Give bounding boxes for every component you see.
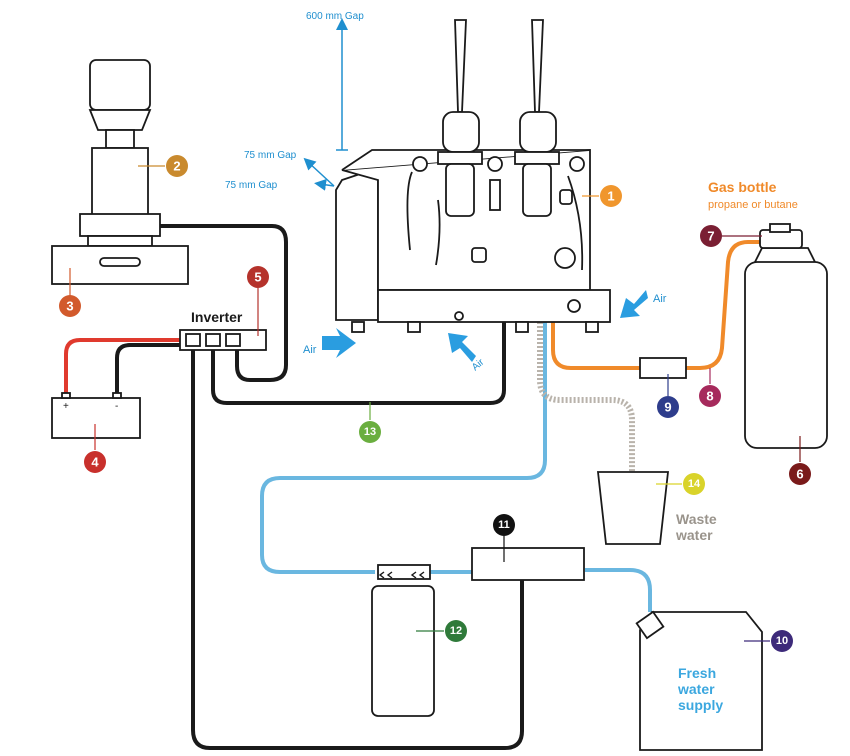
svg-text:14: 14 — [688, 478, 701, 490]
svg-text:5: 5 — [254, 270, 261, 285]
grinder — [79, 59, 161, 247]
gas-bottle — [744, 223, 828, 449]
svg-text:12: 12 — [450, 625, 462, 637]
waste-hose — [537, 322, 635, 472]
water-line — [260, 322, 547, 574]
air-arrow-left — [322, 328, 356, 358]
callout-10: 10 — [771, 630, 793, 652]
waste-bucket — [596, 471, 670, 545]
gap-side-label-1: 75 mm Gap — [244, 150, 297, 161]
svg-text:3: 3 — [66, 299, 73, 314]
grinder-base — [51, 245, 189, 285]
callout-14: 14 — [683, 473, 705, 495]
gap-side-arrow-2 — [314, 178, 335, 191]
inverter-label: Inverter — [191, 309, 243, 325]
water-filter — [471, 547, 585, 581]
gas-regulator — [639, 357, 687, 379]
callout-4: 4 — [84, 451, 106, 473]
fresh-water-label-1: Fresh — [678, 665, 716, 681]
waste-water-label-1: Waste — [676, 511, 717, 527]
air-arrow-middle — [448, 333, 476, 362]
callout-2: 2 — [166, 155, 188, 177]
fresh-water-container — [635, 610, 763, 751]
svg-text:11: 11 — [498, 519, 510, 531]
gap-side-arrow-1 — [303, 157, 335, 187]
waste-water-label-2: water — [675, 527, 713, 543]
espresso-machine — [335, 19, 611, 333]
callout-11: 11 — [493, 514, 515, 536]
callout-7: 7 — [700, 225, 722, 247]
callout-6: 6 — [789, 463, 811, 485]
callout-3: 3 — [59, 295, 81, 317]
callout-8: 8 — [699, 385, 721, 407]
svg-text:8: 8 — [706, 389, 713, 404]
gap-top-label: 600 mm Gap — [306, 11, 364, 22]
air-arrow-right — [620, 290, 648, 318]
callout-13: 13 — [359, 421, 381, 443]
battery — [51, 392, 141, 439]
callout-9: 9 — [657, 396, 679, 418]
air-label-right: Air — [653, 293, 667, 305]
callout-1: 1 — [600, 185, 622, 207]
svg-text:4: 4 — [91, 455, 99, 470]
svg-text:13: 13 — [364, 426, 376, 438]
gas-bottle-title: Gas bottle — [708, 179, 777, 195]
battery-minus: - — [115, 401, 118, 412]
water-pump — [371, 564, 435, 717]
callout-5: 5 — [247, 266, 269, 288]
svg-text:6: 6 — [796, 467, 803, 482]
callout-12: 12 — [445, 620, 467, 642]
air-label-left: Air — [303, 344, 317, 356]
battery-plus: + — [63, 401, 69, 412]
fresh-water-label-3: supply — [678, 697, 723, 713]
water-line-supply — [585, 568, 652, 612]
svg-text:7: 7 — [707, 229, 714, 244]
power-cable-pump — [191, 350, 524, 750]
inverter — [179, 329, 267, 351]
svg-text:9: 9 — [664, 400, 671, 415]
svg-text:10: 10 — [776, 635, 788, 647]
gas-bottle-subtitle: propane or butane — [708, 199, 798, 211]
gas-line — [551, 240, 760, 370]
power-cable-black-battery — [115, 343, 200, 398]
fresh-water-label-2: water — [677, 681, 715, 697]
callout-leaders — [69, 165, 801, 642]
svg-text:2: 2 — [173, 159, 180, 174]
power-cable-grinder — [160, 224, 288, 382]
svg-text:1: 1 — [607, 189, 614, 204]
power-cable-red — [64, 338, 190, 398]
power-cable-machine — [211, 322, 506, 405]
gap-side-label-2: 75 mm Gap — [225, 180, 278, 191]
